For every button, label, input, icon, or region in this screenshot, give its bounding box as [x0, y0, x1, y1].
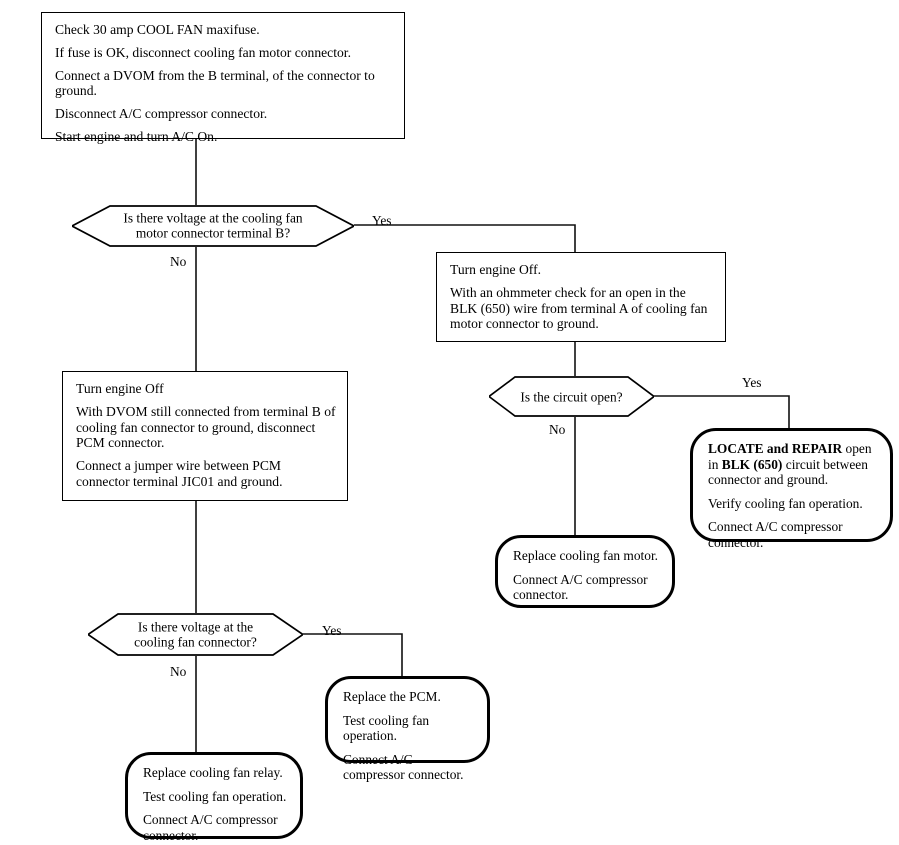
wire-decision3-yes-to-replace-pcm [303, 633, 403, 676]
node-start-check: Check 30 amp COOL FAN maxifuse. If fuse … [41, 12, 405, 144]
locate-repair-line-1-rest: open in BLK (650) circuit between connec… [708, 441, 872, 488]
replace-pcm-line-3: Connect A/C compressor connector. [343, 751, 464, 783]
decision1-text: Is there voltage at the cooling fan moto… [72, 211, 354, 242]
edge-label-decision3-no: No [170, 664, 187, 679]
ohmmeter-line-2: With an ohmmeter check for an open in th… [450, 284, 708, 332]
wire-decision1-yes-to-ohmmeter [354, 224, 576, 252]
decision3-hexagon [88, 613, 303, 656]
edge-label-decision2-no: No [549, 422, 566, 437]
decision3-line-2: cooling fan connector? [134, 634, 257, 650]
start-check-line-3: Connect a DVOM from the B terminal, of t… [55, 67, 375, 99]
jumper-pcm-line-1: Turn engine Off [76, 381, 164, 396]
decision1-line-2: motor connector terminal B? [135, 226, 291, 241]
node-decision-voltage-terminal-b: Is there voltage at the cooling fan moto… [72, 205, 354, 247]
decision1-line-1: Is there voltage at the cooling fan [123, 210, 303, 226]
start-check-line-4: Disconnect A/C compressor connector. [55, 106, 268, 122]
decision2-hexagon [489, 376, 654, 417]
node-replace-fan-relay: Replace cooling fan relay. Test cooling … [125, 752, 303, 843]
node-replace-pcm: Replace the PCM. Test cooling fan operat… [325, 676, 490, 782]
locate-repair-line-2: Verify cooling fan operation. [708, 495, 863, 511]
decision2-line-1: Is the circuit open? [520, 388, 623, 404]
replace-relay-line-1: Replace cooling fan relay. [143, 765, 283, 780]
locate-repair-line-3: Connect A/C compressor connector. [708, 519, 843, 550]
replace-relay-line-3: Connect A/C compressor connector. [143, 812, 278, 843]
node-replace-fan-motor: Replace cooling fan motor. Connect A/C c… [495, 535, 675, 608]
edge-label-decision2-yes: Yes [742, 375, 762, 390]
locate-repair-line-1: LOCATE and REPAIR open in BLK (650) circ… [708, 441, 877, 488]
edge-label-decision3-yes: Yes [322, 623, 342, 638]
node-decision-voltage-fan-connector: Is there voltage at the cooling fan conn… [88, 613, 303, 656]
decision3-line-1: Is there voltage at the [137, 619, 254, 635]
wire-decision2-yes-to-locate [654, 395, 790, 428]
jumper-pcm-line-2: With DVOM still connected from terminal … [76, 403, 336, 451]
decision1-hexagon [72, 205, 354, 247]
node-locate-repair-open: LOCATE and REPAIR open in BLK (650) circ… [690, 428, 893, 550]
locate-repair-bold-prefix: LOCATE and REPAIR [708, 441, 843, 456]
ohmmeter-line-1: Turn engine Off. [450, 262, 542, 277]
replace-motor-line-2: Connect A/C compressor connector. [513, 571, 648, 603]
replace-pcm-line-2: Test cooling fan operation. [343, 712, 430, 744]
edge-label-decision1-no: No [170, 254, 187, 269]
node-decision-circuit-open: Is the circuit open? [489, 376, 654, 417]
edge-label-decision1-yes: Yes [372, 213, 392, 228]
start-check-line-1: Check 30 amp COOL FAN maxifuse. [55, 22, 260, 37]
replace-pcm-line-1: Replace the PCM. [343, 689, 441, 704]
node-jumper-pcm: Turn engine Off With DVOM still connecte… [62, 371, 348, 501]
replace-relay-line-2: Test cooling fan operation. [143, 788, 287, 804]
start-check-line-5: Start engine and turn A/C On. [55, 128, 218, 144]
node-ohmmeter-check: Turn engine Off. With an ohmmeter check … [436, 252, 726, 342]
decision3-text: Is there voltage at the cooling fan conn… [88, 619, 303, 650]
replace-motor-line-1: Replace cooling fan motor. [513, 548, 659, 563]
jumper-pcm-line-3: Connect a jumper wire between PCM connec… [76, 458, 283, 489]
decision2-text: Is the circuit open? [489, 389, 654, 404]
start-check-line-2: If fuse is OK, disconnect cooling fan mo… [55, 44, 351, 60]
